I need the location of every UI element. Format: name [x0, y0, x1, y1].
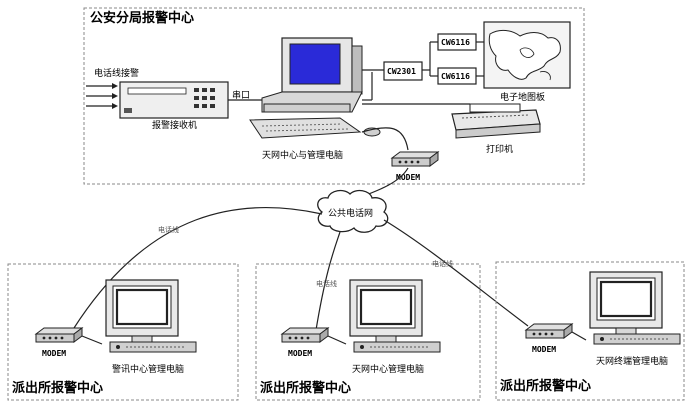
cw6116-top-label: CW6116 — [441, 38, 470, 47]
station-2-pc-label: 天网中心管理电脑 — [352, 363, 424, 375]
station-2-boundary — [255, 263, 481, 401]
station-1-title: 派出所报警中心 — [12, 380, 103, 396]
phone-network-label: 公共电话网 — [328, 207, 373, 219]
station-1-modem — [35, 327, 83, 343]
station-2-modem — [281, 327, 329, 343]
cw6116-bottom-label: CW6116 — [441, 72, 470, 81]
station-3-pc — [588, 270, 682, 346]
hq-boundary — [83, 7, 585, 185]
main-pc — [249, 37, 381, 139]
printer-label: 打印机 — [486, 143, 513, 155]
printer — [451, 103, 541, 139]
hq-title: 公安分局报警中心 — [90, 10, 194, 26]
station-2-modem-label: MODEM — [288, 349, 312, 358]
hq-modem — [391, 151, 439, 167]
cw2301-label: CW2301 — [387, 67, 416, 76]
station-3-modem — [525, 323, 573, 339]
station-1-modem-label: MODEM — [42, 349, 66, 358]
phone-in-label: 电话线接警 — [94, 67, 139, 79]
station-3-boundary — [495, 261, 685, 401]
line-label-middle: 电话线 — [316, 279, 337, 288]
station-1-pc — [104, 278, 198, 354]
map-board — [483, 21, 571, 89]
station-3-title: 派出所报警中心 — [500, 378, 591, 394]
main-pc-label: 天网中心与管理电脑 — [262, 149, 343, 161]
line-label-left: 电话线 — [158, 225, 179, 234]
map-board-label: 电子地图板 — [500, 91, 545, 103]
station-3-modem-label: MODEM — [532, 345, 556, 354]
station-3-pc-label: 天网终端管理电脑 — [596, 355, 668, 367]
phone-in-arrows — [86, 83, 118, 109]
station-1-pc-label: 警讯中心管理电脑 — [112, 363, 184, 375]
hq-modem-label: MODEM — [396, 173, 420, 182]
station-2-title: 派出所报警中心 — [260, 380, 351, 396]
station-2-pc — [348, 278, 442, 354]
cw2301-box — [383, 61, 423, 81]
station-1-boundary — [7, 263, 239, 401]
phone-network-cloud — [317, 189, 389, 233]
alarm-receiver — [119, 81, 229, 119]
serial-port-label: 串口 — [232, 90, 250, 101]
receiver-label: 报警接收机 — [152, 119, 197, 131]
